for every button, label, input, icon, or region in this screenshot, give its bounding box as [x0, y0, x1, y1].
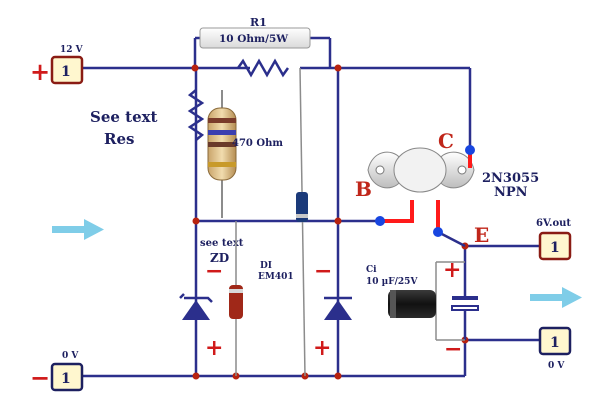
terminal-0v-right-num: 1 — [550, 335, 560, 351]
transistor-2n3055: 2N3055 NPN B C E — [355, 129, 539, 248]
terminal-12v-label: 12 V — [60, 45, 84, 55]
terminal-0v-left-label: 0 V — [62, 351, 79, 361]
c1-line1: Ci — [366, 265, 377, 275]
zener-diode: see text ZD − + — [179, 238, 244, 361]
r1-name: R1 — [250, 16, 267, 29]
zd-note-line2: ZD — [210, 251, 229, 265]
diode-d1: DI EM401 — [229, 221, 294, 376]
res-value: 470 Ohm — [232, 138, 283, 149]
terminal-0v-left-num: 1 — [61, 371, 71, 387]
zd-note-line1: see text — [200, 238, 244, 249]
terminal-12v: 1 12 V + — [30, 45, 84, 86]
r1-value: 10 Ohm/5W — [219, 33, 288, 45]
terminal-6v-label: 6V.out — [536, 218, 571, 229]
capacitor-c1: Ci 10 µF/25V + − — [366, 257, 479, 362]
terminal-0v-right-label: 0 V — [548, 361, 565, 371]
d2-minus: − — [314, 258, 332, 284]
pin-c-label: C — [438, 129, 454, 153]
transistor-type: NPN — [494, 185, 528, 200]
terminal-12v-sign: + — [30, 57, 50, 86]
transistor-part: 2N3055 — [482, 171, 539, 186]
wires — [82, 36, 540, 378]
d1-line2: EM401 — [258, 272, 294, 282]
res-470-resistor: 470 Ohm — [187, 89, 283, 218]
input-arrow-icon — [52, 219, 104, 240]
res-note-line2: Res — [104, 130, 134, 148]
d2-plus: + — [313, 335, 331, 361]
r1-resistor: R1 10 Ohm/5W — [199, 16, 311, 78]
terminal-0v-left: 1 0 V − — [30, 351, 84, 392]
terminal-6v-num: 1 — [550, 240, 560, 256]
c1-plus: + — [443, 257, 461, 283]
c1-minus: − — [444, 336, 462, 362]
pin-e-label: E — [474, 223, 489, 247]
terminal-0v-right: 1 0 V — [538, 326, 572, 371]
pin-b-label: B — [355, 177, 372, 201]
small-diode-top — [296, 67, 308, 377]
res-note-line1: See text — [90, 108, 158, 126]
terminal-0v-left-sign: − — [30, 363, 50, 392]
zd-minus: − — [205, 258, 223, 284]
d1-line1: DI — [260, 261, 272, 271]
diode-right: − + — [313, 258, 352, 361]
terminal-6v-out: 1 6V.out — [536, 218, 571, 261]
c1-line2: 10 µF/25V — [366, 277, 418, 287]
zd-plus: + — [205, 335, 223, 361]
terminal-12v-num: 1 — [61, 64, 71, 80]
output-arrow-icon — [530, 287, 582, 308]
